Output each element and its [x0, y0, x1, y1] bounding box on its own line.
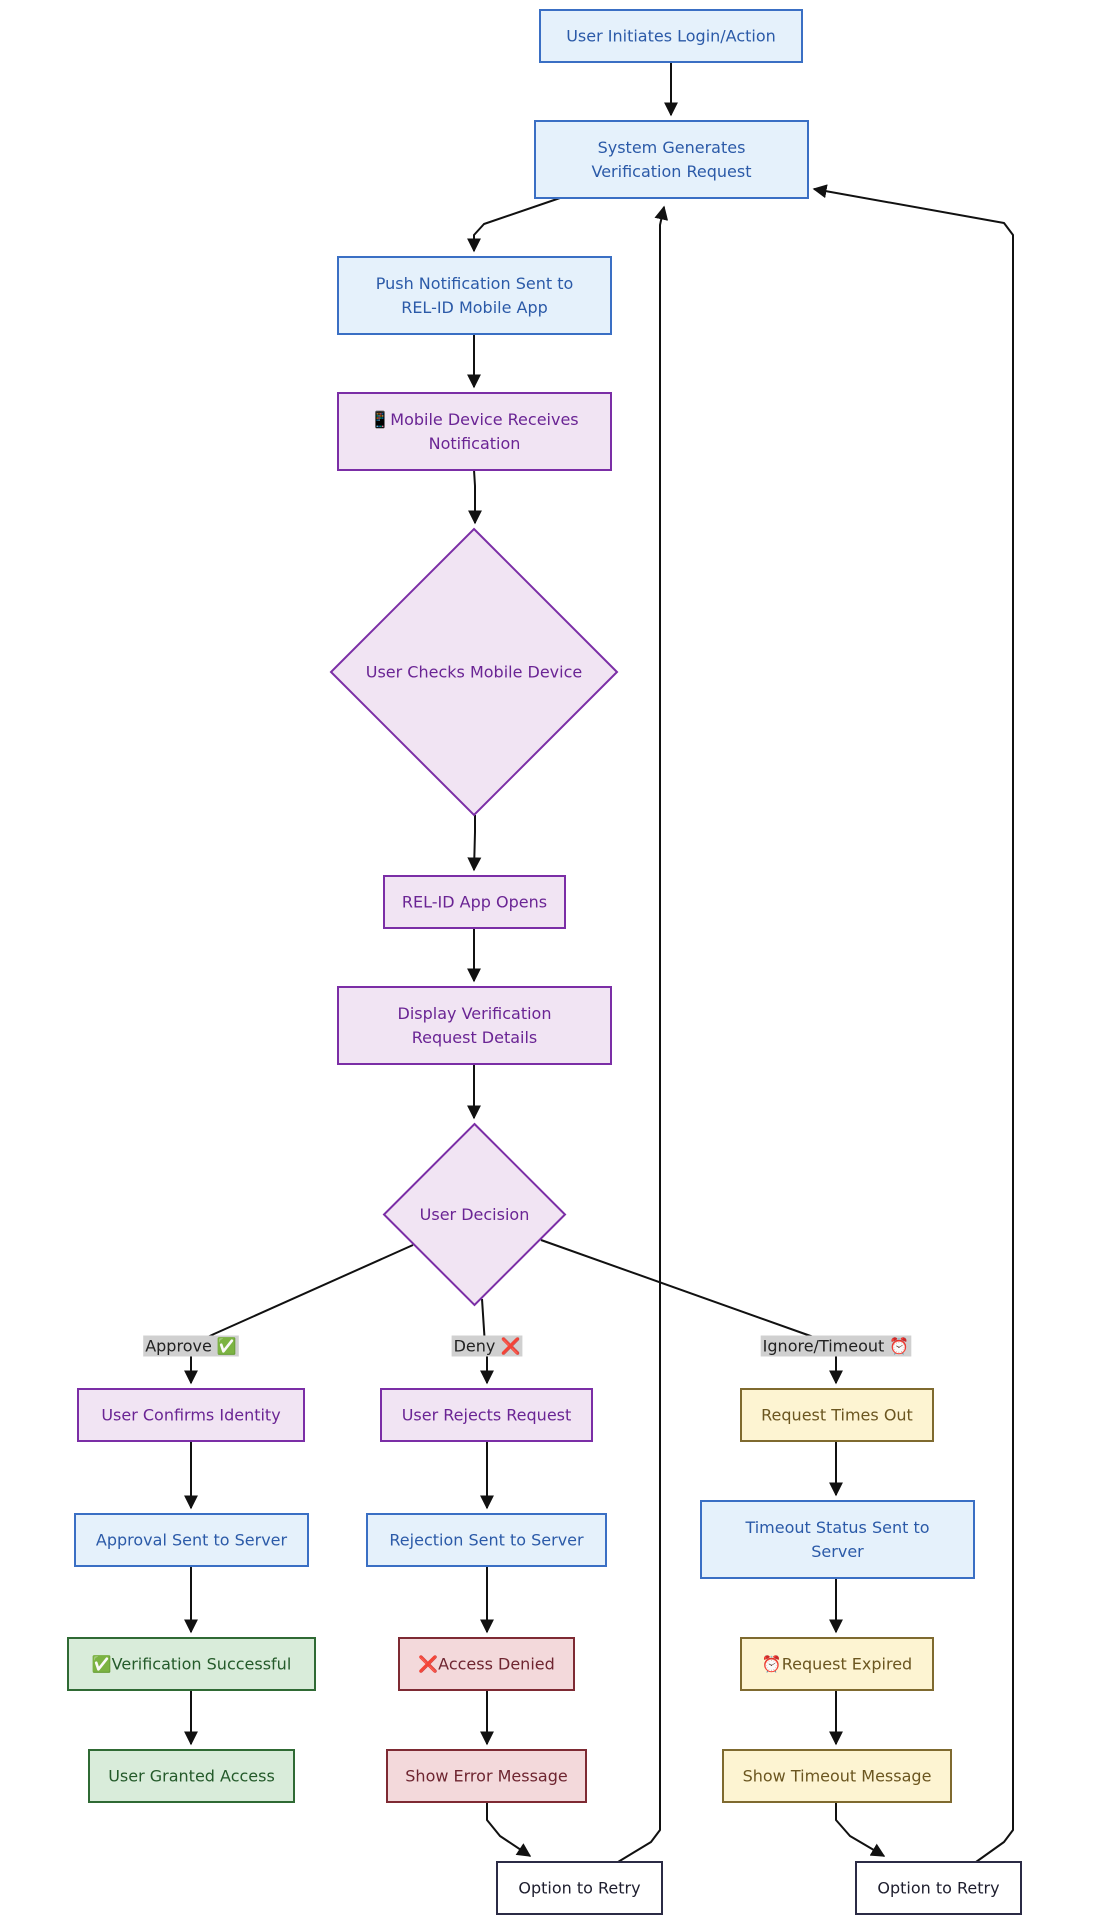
edge-decision-to-timeout	[540, 1239, 843, 1385]
process-box	[88, 1749, 295, 1803]
node-reject: User Rejects Request	[380, 1388, 593, 1442]
node-initiate: User Initiates Login/Action	[539, 9, 803, 63]
node-label: Notification	[429, 434, 521, 453]
node-timeout: Request Times Out	[740, 1388, 934, 1442]
edge-label-text: Ignore/Timeout ⏰	[763, 1337, 910, 1356]
node-retry2: Option to Retry	[855, 1861, 1022, 1915]
process-box	[380, 1388, 593, 1442]
node-label: REL-ID App Opens	[402, 893, 547, 912]
node-label: Show Timeout Message	[743, 1767, 932, 1786]
edge-receive-to-check	[468, 469, 482, 525]
node-label: Verification Request	[592, 162, 752, 181]
node-check: User Checks Mobile Device	[329, 527, 619, 817]
edge-label-background	[760, 1335, 912, 1357]
process-box	[398, 1637, 575, 1691]
edge-label-ignore: Ignore/Timeout ⏰	[760, 1335, 912, 1357]
node-label: ⏰Request Expired	[762, 1655, 912, 1674]
process-box	[722, 1749, 952, 1803]
node-label: User Decision	[420, 1205, 530, 1224]
node-label: ❌Access Denied	[418, 1655, 555, 1674]
node-errmsg: Show Error Message	[386, 1749, 587, 1803]
edge-generate-to-push	[467, 197, 561, 253]
node-confirm: User Confirms Identity	[77, 1388, 305, 1442]
node-denied: ❌Access Denied	[398, 1637, 575, 1691]
process-box	[67, 1637, 316, 1691]
node-label: User Granted Access	[108, 1767, 275, 1786]
decision-diamond	[329, 527, 619, 817]
process-box	[383, 875, 566, 929]
node-label: Approval Sent to Server	[96, 1531, 288, 1550]
edge-label-background	[143, 1335, 239, 1357]
process-box	[337, 256, 612, 335]
node-approval: Approval Sent to Server	[74, 1513, 309, 1567]
edge-tmsg-to-retry2	[835, 1802, 886, 1857]
edge-retry2-to-generate	[812, 184, 1014, 1863]
node-label: Display Verification	[398, 1004, 552, 1023]
node-granted: User Granted Access	[88, 1749, 295, 1803]
process-box	[386, 1749, 587, 1803]
edge-label-text: Approve ✅	[145, 1337, 237, 1356]
process-box	[496, 1861, 663, 1915]
node-label: System Generates	[598, 138, 746, 157]
node-label: User Checks Mobile Device	[366, 663, 582, 682]
process-box	[740, 1637, 934, 1691]
edge-label-background	[451, 1335, 523, 1357]
edge-retry1-to-generate	[617, 205, 669, 1863]
node-label: Request Details	[412, 1028, 538, 1047]
process-box	[337, 392, 612, 471]
process-box	[700, 1500, 975, 1579]
process-box	[855, 1861, 1022, 1915]
node-label: Timeout Status Sent to	[744, 1518, 929, 1537]
edge-labels: Approve ✅ Deny ❌ Ignore/Timeout ⏰	[143, 1335, 912, 1357]
node-label: User Rejects Request	[402, 1406, 572, 1425]
node-label: Rejection Sent to Server	[389, 1531, 584, 1550]
node-opens: REL-ID App Opens	[383, 875, 566, 929]
node-label: Show Error Message	[405, 1767, 567, 1786]
edge-label-approve: Approve ✅	[143, 1335, 239, 1357]
node-retry1: Option to Retry	[496, 1861, 663, 1915]
node-label: Push Notification Sent to	[376, 274, 574, 293]
node-label: REL-ID Mobile App	[401, 298, 548, 317]
process-box	[366, 1513, 607, 1567]
edge-errmsg-to-retry1	[486, 1802, 532, 1857]
process-box	[534, 120, 809, 199]
node-push: Push Notification Sent to REL-ID Mobile A…	[337, 256, 612, 335]
node-label: Option to Retry	[518, 1879, 640, 1898]
process-box	[337, 986, 612, 1065]
node-label: 📱Mobile Device Receives	[370, 410, 578, 429]
node-tmsg: Show Timeout Message	[722, 1749, 952, 1803]
node-expired: ⏰Request Expired	[740, 1637, 934, 1691]
edge-decision-to-confirm	[184, 1244, 414, 1385]
node-label: User Confirms Identity	[101, 1406, 280, 1425]
node-success: ✅Verification Successful	[67, 1637, 316, 1691]
decision-diamond	[382, 1122, 567, 1307]
process-box	[539, 9, 803, 63]
edge-check-to-opens	[467, 815, 482, 872]
node-label: ✅Verification Successful	[92, 1655, 292, 1674]
process-box	[74, 1513, 309, 1567]
node-label: Request Times Out	[761, 1406, 913, 1425]
process-box	[740, 1388, 934, 1442]
node-decision: User Decision	[382, 1122, 567, 1307]
edge-label-text: Deny ❌	[454, 1337, 521, 1356]
node-tstatus: Timeout Status Sent to Server	[700, 1500, 975, 1579]
node-label: Server	[811, 1542, 864, 1561]
edge-label-deny: Deny ❌	[451, 1335, 523, 1357]
node-label: User Initiates Login/Action	[566, 27, 776, 46]
edges	[184, 62, 1014, 1863]
node-rejection: Rejection Sent to Server	[366, 1513, 607, 1567]
process-box	[77, 1388, 305, 1442]
node-label: Option to Retry	[877, 1879, 999, 1898]
